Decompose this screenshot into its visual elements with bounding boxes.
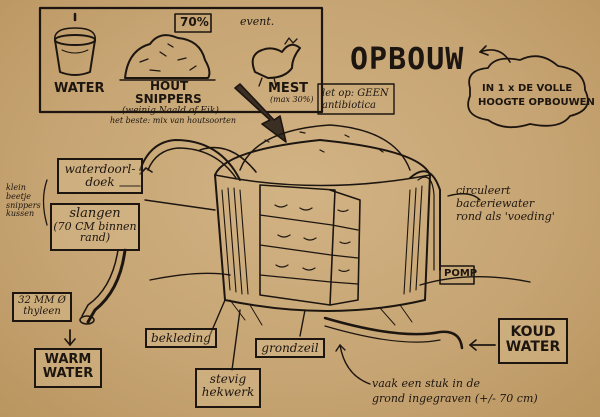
antibiotica-note: let op: GEEN antibiotica — [322, 88, 392, 111]
klein-note: klein beetje snippers kussen — [6, 183, 41, 219]
circulation-note-3: rond als 'voeding' — [456, 210, 555, 223]
circulation-note-1: circuleert — [456, 184, 511, 197]
antibiotica-text: let op: GEEN antibiotica — [322, 88, 389, 111]
koud-line-1: KOUD — [510, 324, 556, 340]
warm-hose — [86, 248, 127, 324]
stevig-line-1: stevig — [209, 372, 247, 386]
page-title: OPBOUW — [350, 42, 465, 77]
thyleen-line-1: 32 MM Ø — [18, 295, 66, 306]
wood-chips-icon — [119, 34, 216, 81]
chicken-icon — [251, 37, 301, 87]
waterdoorlaat-line-2: doek — [85, 174, 115, 189]
warm-line-1: WARM — [44, 352, 92, 367]
klein-line-4: kussen — [6, 209, 35, 219]
ingegraven-note-2: grond ingegraven (+/- 70 cm) — [372, 392, 538, 405]
waterdoorlaat-line-1: waterdoorl- — [64, 162, 136, 176]
hekwerk-box: stevig hekwerk — [195, 368, 261, 408]
ingegraven-note-1: vaak een stuk in de — [372, 377, 481, 390]
bekleding-box: bekleding — [145, 328, 217, 348]
circulation-note-2: bacteriewater — [456, 197, 535, 210]
event-label: event. — [240, 15, 275, 28]
warm-line-2: WATER — [42, 365, 94, 381]
koud-water-box: KOUD WATER — [498, 318, 568, 364]
hout-note-1: (weinig Naald of Eik) — [122, 106, 219, 116]
hose-out — [139, 139, 241, 181]
bucket-icon — [53, 12, 97, 76]
slangen-line-2: (70 CM binnen — [53, 219, 137, 233]
cloud-shape — [467, 55, 589, 129]
percent-box — [174, 13, 212, 33]
hout-note-2: het beste: mix van houtsoorten — [110, 116, 236, 125]
koud-line-2: WATER — [505, 338, 561, 355]
slangen-line-3: rand) — [79, 231, 111, 245]
cloud-note-2: HOOGTE OPBOUWEN — [478, 97, 595, 108]
pump-box — [439, 265, 475, 285]
thyleen-line-2: thyleen — [23, 305, 61, 317]
cloud-note-1: IN 1 x DE VOLLE — [482, 83, 573, 94]
percent-label: 70% — [180, 15, 209, 29]
klein-line-2: beetje — [6, 191, 32, 201]
klein-line-1: klein — [6, 183, 26, 192]
mest-label: MEST — [268, 81, 309, 96]
compost-heap — [149, 124, 531, 326]
water-label: WATER — [54, 81, 105, 96]
ingredients-panel — [38, 6, 324, 114]
warm-water-box: WARM WATER — [34, 348, 102, 388]
slangen-box: slangen (70 CM binnen rand) — [50, 203, 140, 251]
pump-hose — [409, 170, 441, 271]
slangen-line-1: slangen — [69, 206, 121, 221]
klein-line-3: snippers — [6, 200, 41, 210]
thyleen-box: 32 MM Ø thyleen — [12, 292, 72, 322]
arrow-mest-to-heap — [234, 83, 287, 143]
antibiotica-box — [317, 83, 395, 115]
grondzeil-box: grondzeil — [255, 338, 325, 358]
snippers-label: SNIPPERS — [135, 92, 202, 106]
mest-note: (max 30%) — [270, 95, 314, 104]
pomp-label: POMP — [444, 268, 478, 279]
waterdoorlaat-box: waterdoorl- doek — [57, 158, 143, 194]
hout-label: HOUT — [150, 79, 189, 93]
stevig-line-2: hekwerk — [201, 384, 255, 399]
cold-hose — [323, 316, 464, 350]
